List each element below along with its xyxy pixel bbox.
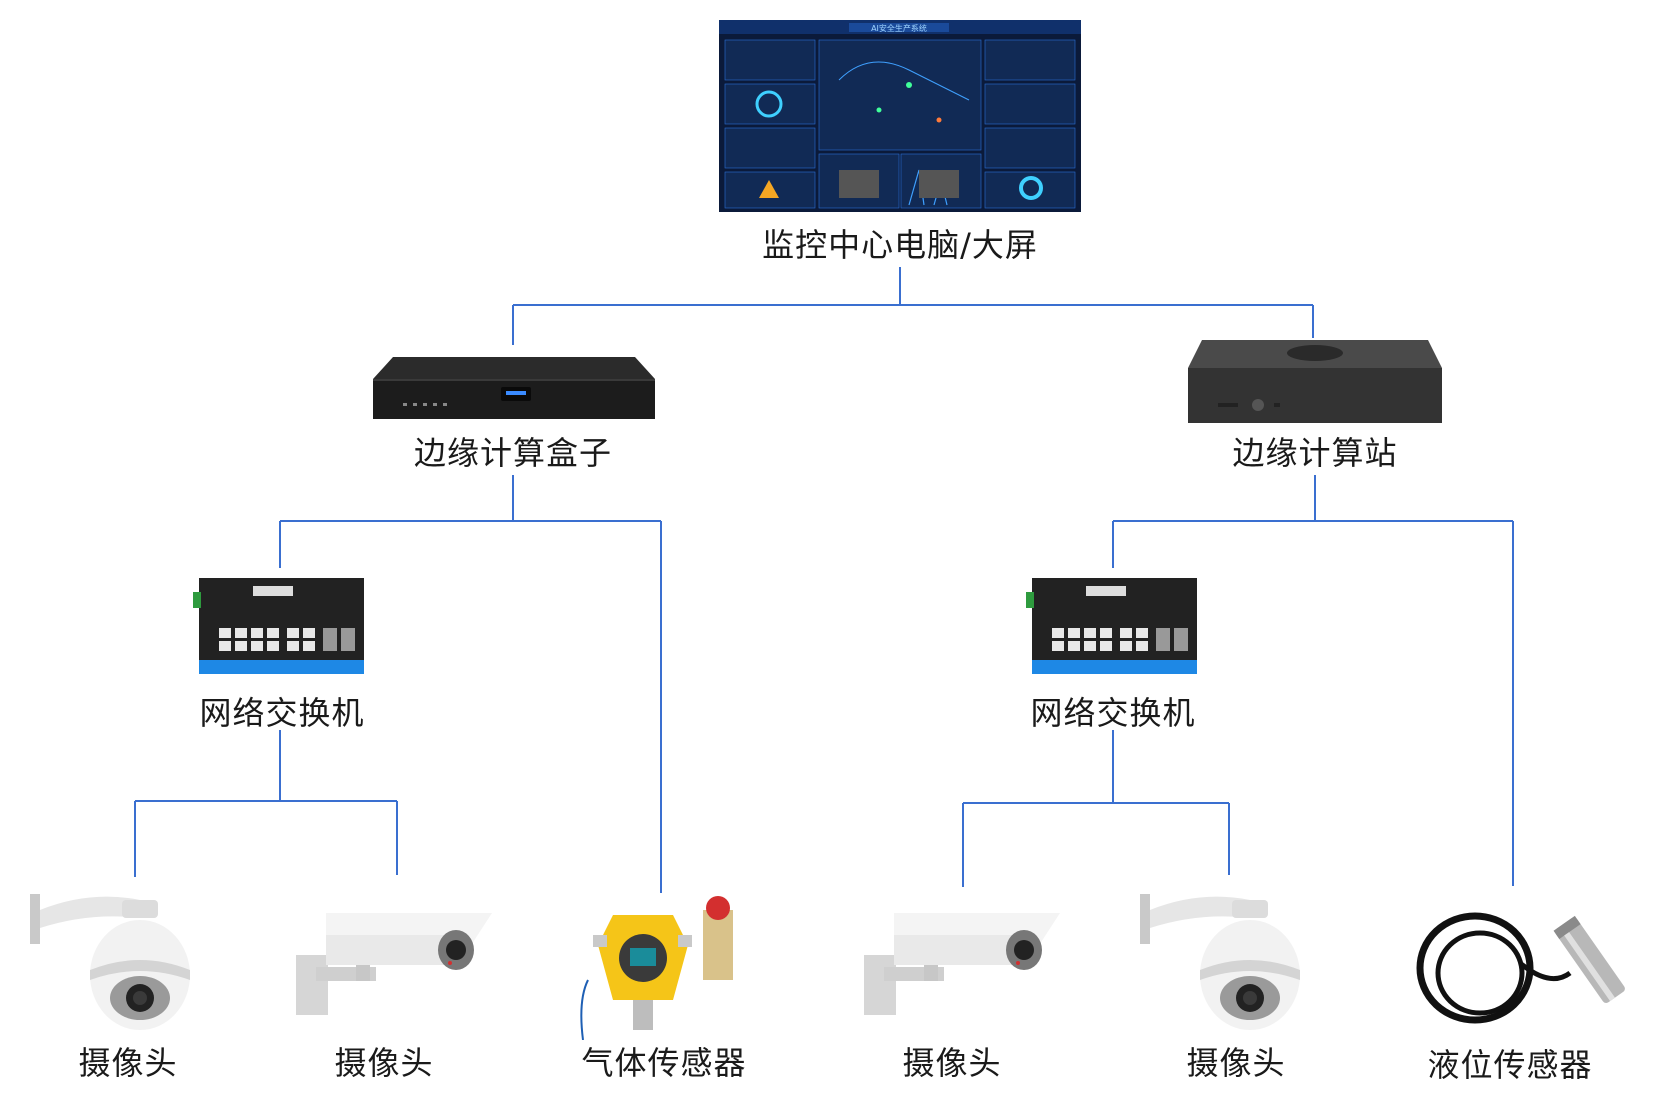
switch-right-label: 网络交换机 xyxy=(1030,694,1196,732)
level-sensor-image xyxy=(1416,912,1625,1024)
monitor-center-label: 监控中心电脑/大屏 xyxy=(762,226,1038,264)
device-label-2: 摄像头 xyxy=(334,1044,434,1082)
device-label-3: 气体传感器 xyxy=(581,1044,747,1082)
dome-camera-1-image xyxy=(30,894,190,1030)
edge-station-image xyxy=(1188,340,1442,423)
box-camera-2-image xyxy=(296,913,492,1015)
switch-right-image xyxy=(1026,578,1197,674)
edge-box-label: 边缘计算盒子 xyxy=(413,434,613,472)
device-label-1: 摄像头 xyxy=(78,1044,178,1082)
box-camera-4-image xyxy=(864,913,1060,1015)
switch-left-label: 网络交换机 xyxy=(199,694,365,732)
device-label-5: 摄像头 xyxy=(1186,1044,1286,1082)
gas-sensor-image xyxy=(580,896,733,1040)
device-label-6: 液位传感器 xyxy=(1427,1046,1593,1084)
switch-left-image xyxy=(193,578,364,674)
device-label-4: 摄像头 xyxy=(902,1044,1002,1082)
edge-station-label: 边缘计算站 xyxy=(1232,434,1398,472)
screen-title: AI安全生产系统 xyxy=(871,23,927,33)
edge-box-image xyxy=(373,357,655,419)
dome-camera-5-image xyxy=(1140,894,1300,1030)
monitor-screen-image: AI安全生产系统 xyxy=(719,20,1081,212)
